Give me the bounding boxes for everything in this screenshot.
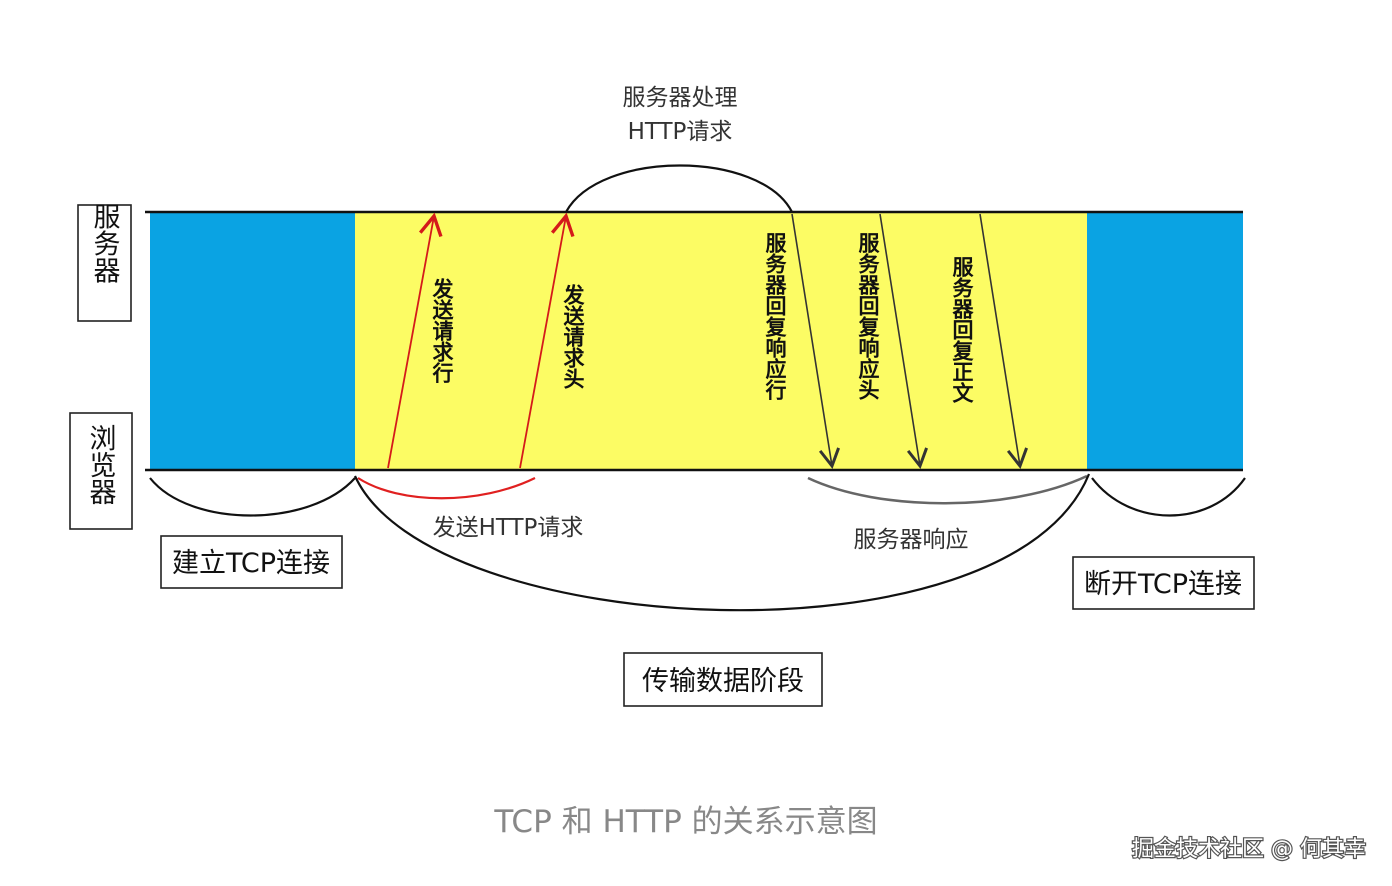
establish-tcp-label: 建立TCP连接 bbox=[172, 548, 330, 579]
server-response-label: 服务器响应 bbox=[854, 527, 969, 553]
response-body-label: 服务器回复正文 bbox=[950, 256, 975, 404]
response-line-label: 服务器回复响应行 bbox=[763, 232, 788, 401]
server-response-arc bbox=[807, 474, 1088, 505]
tcp-connect-block bbox=[150, 212, 355, 470]
send-request-header-label: 发送请求头 bbox=[561, 283, 586, 389]
send-request-line-arrow bbox=[387, 212, 443, 469]
server-process-label-2: HTTP请求 bbox=[628, 119, 733, 145]
data-transfer-block bbox=[355, 212, 1087, 470]
close-tcp-label: 断开TCP连接 bbox=[1084, 569, 1242, 600]
send-http-request-arc bbox=[357, 477, 536, 500]
send-request-line-label: 发送请求行 bbox=[430, 277, 455, 384]
tcp-close-block bbox=[1087, 212, 1243, 470]
server-process-arc bbox=[565, 164, 793, 213]
data-phase-box bbox=[623, 652, 823, 707]
browser-label: 浏览器 bbox=[85, 424, 117, 505]
send-request-header-arrow bbox=[519, 212, 575, 469]
response-header-label: 服务器回复响应头 bbox=[856, 232, 881, 400]
server-label: 服务器 bbox=[89, 203, 121, 284]
establish-tcp-box bbox=[160, 535, 343, 589]
browser-label-box bbox=[69, 412, 133, 530]
close-tcp-box bbox=[1072, 556, 1255, 610]
server-label-box bbox=[77, 204, 132, 322]
close-tcp-arc bbox=[1091, 477, 1246, 517]
response-body-arrow bbox=[979, 213, 1028, 470]
response-line-arrow bbox=[791, 213, 840, 470]
data-phase-label: 传输数据阶段 bbox=[642, 666, 804, 697]
response-header-arrow bbox=[879, 213, 928, 470]
diagram-caption: TCP 和 HTTP 的关系示意图 bbox=[493, 804, 877, 840]
watermark: 掘金技术社区 @ 何其幸 bbox=[1132, 837, 1366, 862]
server-process-label: 服务器处理 bbox=[623, 85, 738, 111]
send-http-request-label: 发送HTTP请求 bbox=[433, 515, 584, 541]
establish-tcp-arc bbox=[149, 477, 356, 517]
data-transfer-arc bbox=[354, 473, 1091, 612]
